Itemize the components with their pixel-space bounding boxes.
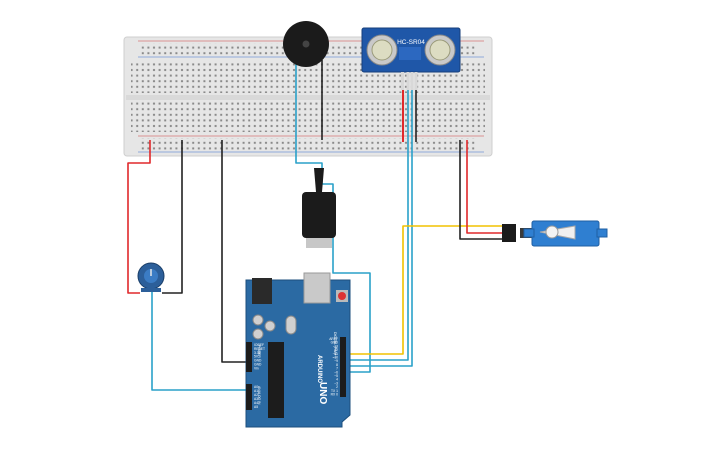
pin-label: ~10: [332, 356, 338, 360]
pin-label: A4: [254, 401, 258, 405]
pin-label: IOREF: [254, 343, 264, 347]
pin-label: ~5: [334, 374, 338, 378]
pin-label: A5: [254, 405, 258, 409]
sensor-chip: [399, 47, 421, 60]
pin-label: 3.3V: [254, 351, 262, 355]
pin-label: RESET: [254, 347, 265, 351]
wire-blue-sensor-echo[interactable]: [345, 88, 413, 367]
pin-label: 7: [336, 367, 338, 371]
wires: [127, 60, 514, 391]
arduino-brand: ARDUINO: [316, 355, 322, 383]
pin-label: 4: [336, 378, 338, 382]
servo-mount-left: [523, 228, 535, 238]
buzzer[interactable]: [283, 21, 329, 67]
pin-label: GND: [254, 359, 262, 363]
digital-header-label: DIGITAL (PWM~): [333, 332, 337, 358]
usb-cable-end: [314, 168, 324, 192]
pin-label: A1: [254, 389, 258, 393]
pin-label: A2: [254, 393, 258, 397]
servo-hub: [545, 225, 559, 239]
sensor-pins: [401, 72, 418, 90]
pin-label: RX 0: [331, 393, 338, 397]
power-header-label: POWER: [257, 345, 261, 358]
ultrasonic-sensor[interactable]: HC-SR04: [361, 27, 461, 90]
arduino-model: UNO: [317, 382, 328, 404]
capacitor: [264, 320, 276, 332]
capacitor: [252, 328, 264, 340]
pin-label: 5V: [254, 355, 259, 359]
sensor-label: HC-SR04: [397, 39, 425, 46]
analog-header: [246, 384, 252, 410]
power-header: [246, 342, 252, 372]
power-jack: [252, 278, 272, 304]
pin-label: GND: [254, 363, 262, 367]
wire-black-pot[interactable]: [162, 140, 183, 294]
pin-label: 2: [336, 385, 338, 389]
pin-label: ~9: [334, 359, 338, 363]
potentiometer[interactable]: [137, 262, 165, 292]
wire-blue-pot-a0[interactable]: [151, 287, 246, 391]
arduino-uno[interactable]: ARDUINO UNO DIGITAL (PWM~) POWER ANALOG …: [245, 272, 351, 428]
center-channel: [126, 95, 490, 100]
potentiometer-base: [141, 288, 161, 292]
sensor-transducer-left-mesh: [371, 39, 393, 61]
wire-red-servo[interactable]: [466, 140, 514, 234]
capacitor: [252, 314, 264, 326]
servo-motor[interactable]: [502, 220, 608, 247]
pin-label: A0: [254, 385, 258, 389]
usb-plug-metal: [306, 238, 332, 248]
reset-button[interactable]: [338, 292, 346, 300]
usb-cable: [302, 168, 336, 248]
microcontroller: [268, 342, 284, 418]
pin-label: A3: [254, 397, 258, 401]
digital-header: [340, 337, 346, 397]
analog-header-label: ANALOG IN: [257, 386, 261, 405]
sensor-transducer-right-mesh: [429, 39, 451, 61]
rail-holes: [140, 138, 476, 144]
servo-mount-right: [596, 228, 608, 238]
pin-label: GND: [331, 341, 339, 345]
wire-yellow-servo[interactable]: [345, 225, 514, 355]
buzzer-hole: [302, 40, 310, 48]
wire-black-servo[interactable]: [459, 140, 514, 240]
pin-label: ~11: [333, 352, 339, 356]
usb-port: [303, 272, 331, 304]
wire-blue-sensor-trig[interactable]: [345, 88, 409, 361]
usb-plug-body: [302, 192, 336, 238]
pin-label: 8: [336, 363, 338, 367]
pin-label: 12: [334, 348, 338, 352]
pin-label: TX 1: [331, 389, 338, 393]
wire-red-pot[interactable]: [127, 140, 151, 294]
servo-connector: [502, 224, 516, 242]
pin-label: ~3: [334, 381, 338, 385]
pin-label: Vin: [254, 366, 259, 370]
wire-blue-buzzer[interactable]: [295, 60, 371, 373]
crystal: [285, 315, 297, 335]
pin-label: 13: [334, 344, 338, 348]
rail-holes: [140, 144, 476, 150]
terminal-holes-lower: [131, 102, 485, 132]
wire-black-arduino-gnd[interactable]: [221, 140, 246, 363]
pin-label: AREF: [329, 337, 338, 341]
pin-label: ~6: [334, 370, 338, 374]
